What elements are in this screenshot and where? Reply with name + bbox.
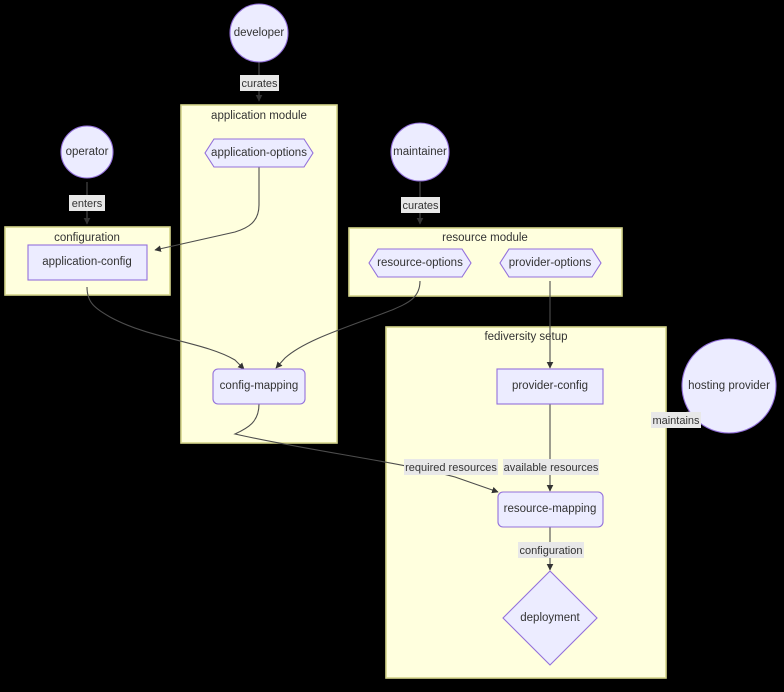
cluster-fediversity-setup-label: fediversity setup [484,331,567,343]
node-resource-options[interactable]: resource-options [368,248,472,278]
node-resource-mapping-label: resource-mapping [504,503,597,515]
node-resource-options-shape[interactable] [368,248,472,278]
node-deployment-label: deployment [520,612,580,624]
edge-label-maintains-text: maintains [652,415,700,427]
edge-label-available-resources-bg [503,459,599,475]
node-provider-options-shape[interactable] [499,248,602,278]
node-developer-shape[interactable] [229,3,289,63]
edge-label-curates-developer-bg [240,75,279,91]
edge-label-curates-developer: curates [240,75,279,91]
edge-label-available-resources: available resources [503,459,599,475]
node-developer-label: developer [234,27,285,39]
node-provider-options[interactable]: provider-options [499,248,602,278]
edge-label-enters: enters [69,195,105,211]
node-maintainer-label: maintainer [393,146,447,158]
edge-resource-options-to-config-mapping [275,280,421,369]
node-application-config-shape[interactable] [27,244,148,281]
node-resource-mapping[interactable]: resource-mapping [497,491,604,528]
cluster-application-module-label: application module [211,110,307,122]
edge-label-configuration: configuration [518,542,584,558]
node-developer[interactable]: developer [229,3,289,63]
node-operator[interactable]: operator [60,125,114,179]
edge-application-config-to-config-mapping [86,286,245,370]
node-application-options[interactable]: application-options [204,138,314,168]
edge-label-configuration-text: configuration [520,545,583,557]
edge-label-enters-text: enters [72,198,103,210]
edge-label-maintains: maintains [651,412,701,428]
node-application-config[interactable]: application-config [27,244,148,281]
node-hosting-provider-label: hosting provider [688,380,770,392]
edge-label-curates-maintainer-bg [401,197,440,213]
edge-application-options-to-application-config [154,167,260,252]
edge-label-required-resources-bg [404,459,498,475]
edge-label-curates-maintainer: curates [401,197,440,213]
node-provider-config-label: provider-config [512,380,588,392]
edge-label-curates-developer-text: curates [241,78,278,90]
node-operator-shape[interactable] [60,125,114,179]
node-provider-options-label: provider-options [509,257,592,269]
node-config-mapping[interactable]: config-mapping [212,368,306,405]
node-config-mapping-label: config-mapping [220,380,299,392]
cluster-configuration-label: configuration [54,232,120,244]
cluster-resource-module-label: resource module [442,232,528,244]
node-maintainer-shape[interactable] [390,122,450,182]
edge-label-available-resources-text: available resources [504,462,599,474]
edge-label-required-resources-text: required resources [405,462,497,474]
node-deployment-shape[interactable] [502,570,598,666]
node-application-options-label: application-options [211,147,307,159]
node-maintainer[interactable]: maintainer [390,122,450,182]
node-provider-config-shape[interactable] [496,368,604,405]
node-resource-mapping-shape[interactable] [497,491,604,528]
node-hosting-provider-shape[interactable] [681,338,777,434]
edge-label-maintains-bg [651,412,701,428]
edge-label-required-resources: required resources [404,459,498,475]
node-application-options-shape[interactable] [204,138,314,168]
edge-label-enters-bg [69,195,105,211]
node-config-mapping-shape[interactable] [212,368,306,405]
edge-label-curates-maintainer-text: curates [402,200,439,212]
edge-label-configuration-bg [518,542,584,558]
node-deployment[interactable]: deployment [502,570,598,666]
node-operator-label: operator [66,146,109,158]
node-hosting-provider[interactable]: hosting provider [681,338,777,434]
node-resource-options-label: resource-options [377,257,463,269]
node-application-config-label: application-config [42,256,132,268]
node-provider-config[interactable]: provider-config [496,368,604,405]
